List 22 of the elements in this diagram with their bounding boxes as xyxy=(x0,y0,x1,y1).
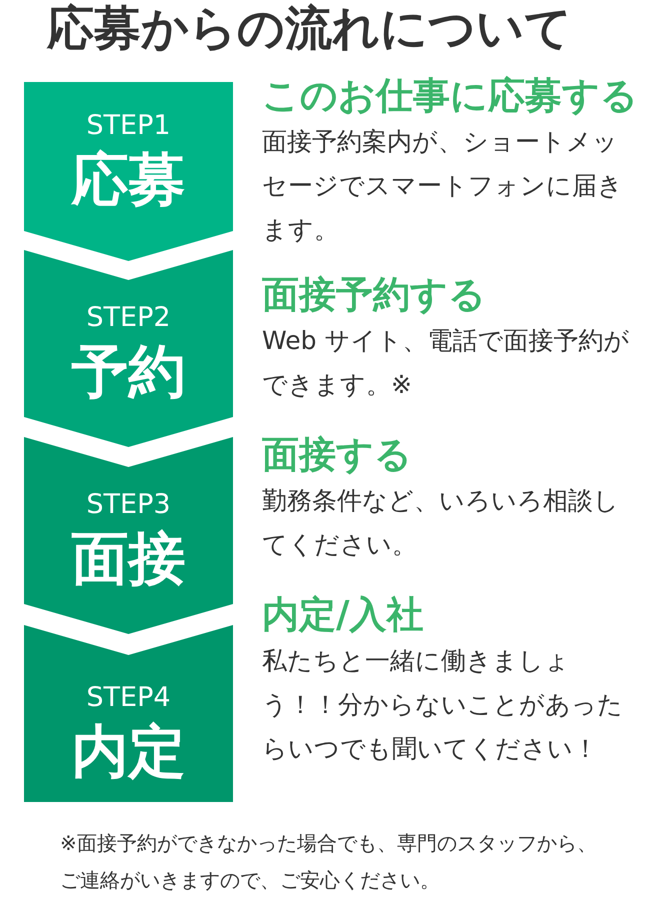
footnote: ※面接予約ができなかった場合でも、専門のスタッフから、ご連絡がいきますので、ご安心ください。 xyxy=(60,830,598,894)
step-heading: 面接予約する xyxy=(262,272,486,318)
step-description: 勤務条件など、いろいろ相談してください。 xyxy=(262,485,620,561)
step-number: STEP2 xyxy=(86,302,171,332)
step-name: 内定 xyxy=(72,720,186,782)
step-description: 面接予約案内が、ショートメッセージでスマートフォンに届きます。 xyxy=(262,126,624,246)
step-heading: 面接する xyxy=(262,432,412,478)
step-banner xyxy=(24,625,233,802)
step-name: 応募 xyxy=(72,148,186,210)
step-name: 予約 xyxy=(72,340,186,402)
step-heading: 内定/入社 xyxy=(262,592,424,638)
step-banner xyxy=(24,82,233,261)
page-title: 応募からの流れについて xyxy=(47,2,572,56)
step-description: Web サイト、電話で面接予約ができます。※ xyxy=(262,325,630,401)
step-heading: このお仕事に応募する xyxy=(262,73,638,119)
step-number: STEP4 xyxy=(86,682,171,712)
step-banner xyxy=(24,250,233,447)
step-name: 面接 xyxy=(72,528,186,590)
step-banner xyxy=(24,437,233,634)
step-number: STEP3 xyxy=(86,490,171,520)
step-description: 私たちと一緒に働きましょう！！分からないことがあったらいつでも聞いてください！ xyxy=(262,645,624,765)
step-number: STEP1 xyxy=(86,110,171,140)
